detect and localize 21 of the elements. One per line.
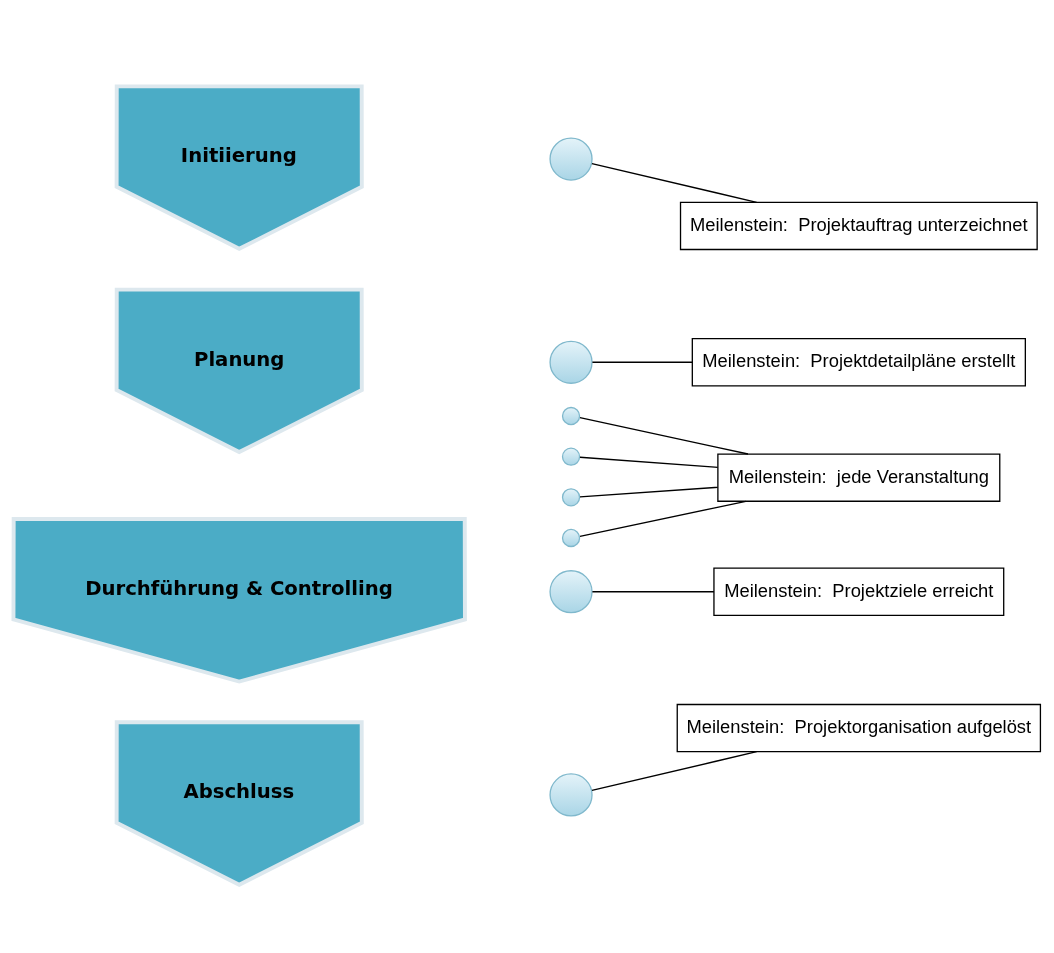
connector xyxy=(591,361,693,363)
node-box: Meilenstein: Projektziele erreicht xyxy=(713,566,1005,616)
node-circle xyxy=(561,487,581,506)
node-box: Meilenstein: Projektdetailpläne erstellt xyxy=(691,337,1026,387)
node-circle xyxy=(549,340,593,384)
connector xyxy=(591,162,758,203)
connector xyxy=(591,590,715,592)
connector xyxy=(579,416,749,455)
node-circle xyxy=(561,528,581,547)
connector xyxy=(579,486,719,497)
node-box: Meilenstein: Projektorganisation aufgelöst xyxy=(676,703,1042,752)
node-circle xyxy=(549,136,593,181)
connector xyxy=(579,500,747,537)
node-circle xyxy=(561,406,581,425)
node-circle xyxy=(549,569,593,613)
connector xyxy=(579,456,719,468)
node-box: Meilenstein: jede Veranstaltung xyxy=(717,452,1001,502)
node-circle xyxy=(549,772,593,817)
connector xyxy=(591,750,758,791)
node-circle xyxy=(561,447,581,466)
node-box: Meilenstein: Projektauftrag unterzeichnet xyxy=(679,201,1038,250)
